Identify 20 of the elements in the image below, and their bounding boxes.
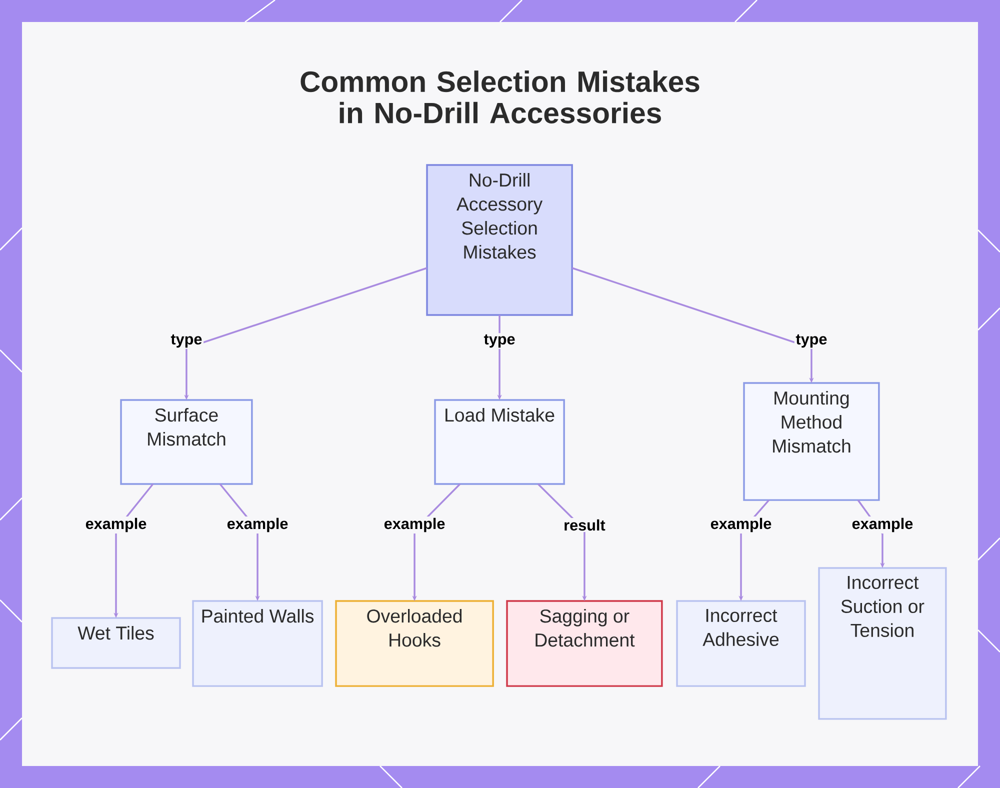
- edge-label: example: [84, 516, 148, 534]
- concept-box: No-Drill Accessory Selection Mistakes: [426, 164, 573, 316]
- concept-box: Sagging or Detachment: [506, 600, 663, 687]
- edge-label: type: [794, 333, 829, 349]
- edge-label: example: [850, 516, 914, 534]
- edge-label: example: [226, 516, 290, 534]
- concept-box: Mounting Method Mismatch: [743, 382, 880, 501]
- edge-label: example: [709, 516, 774, 534]
- title: Common Selection Mistakes in No-Drill Accessories: [300, 70, 700, 124]
- edge-label: type: [169, 333, 204, 349]
- concept-box: Surface Mismatch: [120, 399, 253, 485]
- edge-label: result: [562, 518, 607, 532]
- concept-box: Incorrect Suction or Tension: [818, 567, 947, 720]
- concept-box: Load Mistake: [434, 399, 565, 485]
- concept-box: Painted Walls: [192, 600, 323, 687]
- edge-label: example: [382, 516, 447, 534]
- concept-box: Wet Tiles: [51, 617, 181, 669]
- concept-box: Incorrect Adhesive: [676, 600, 806, 687]
- edge-label: type: [482, 333, 517, 349]
- concept-box: Overloaded Hooks: [335, 600, 494, 687]
